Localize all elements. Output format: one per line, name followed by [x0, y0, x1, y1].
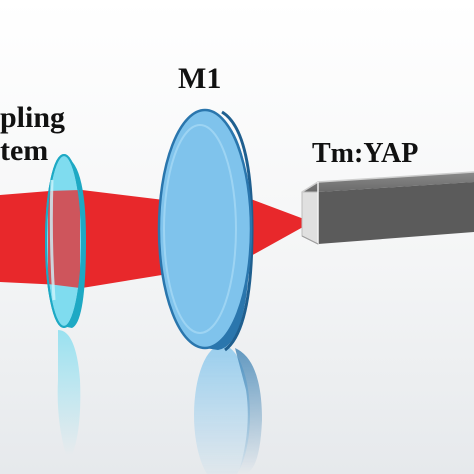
- crystal-label: Tm:YAP: [312, 138, 418, 169]
- beam-focusing-section: [240, 195, 312, 262]
- crystal-tm-yap: [301, 171, 474, 245]
- mirror-label: M1: [178, 62, 221, 95]
- coupling-system-label-line1: pling: [0, 101, 65, 134]
- coupling-system-label-line2: tem: [0, 134, 48, 167]
- mirror-m1: [157, 108, 254, 352]
- coupling-lens-reflection: [57, 330, 81, 455]
- coupling-lens: [45, 154, 86, 328]
- mirror-reflection: [194, 345, 262, 474]
